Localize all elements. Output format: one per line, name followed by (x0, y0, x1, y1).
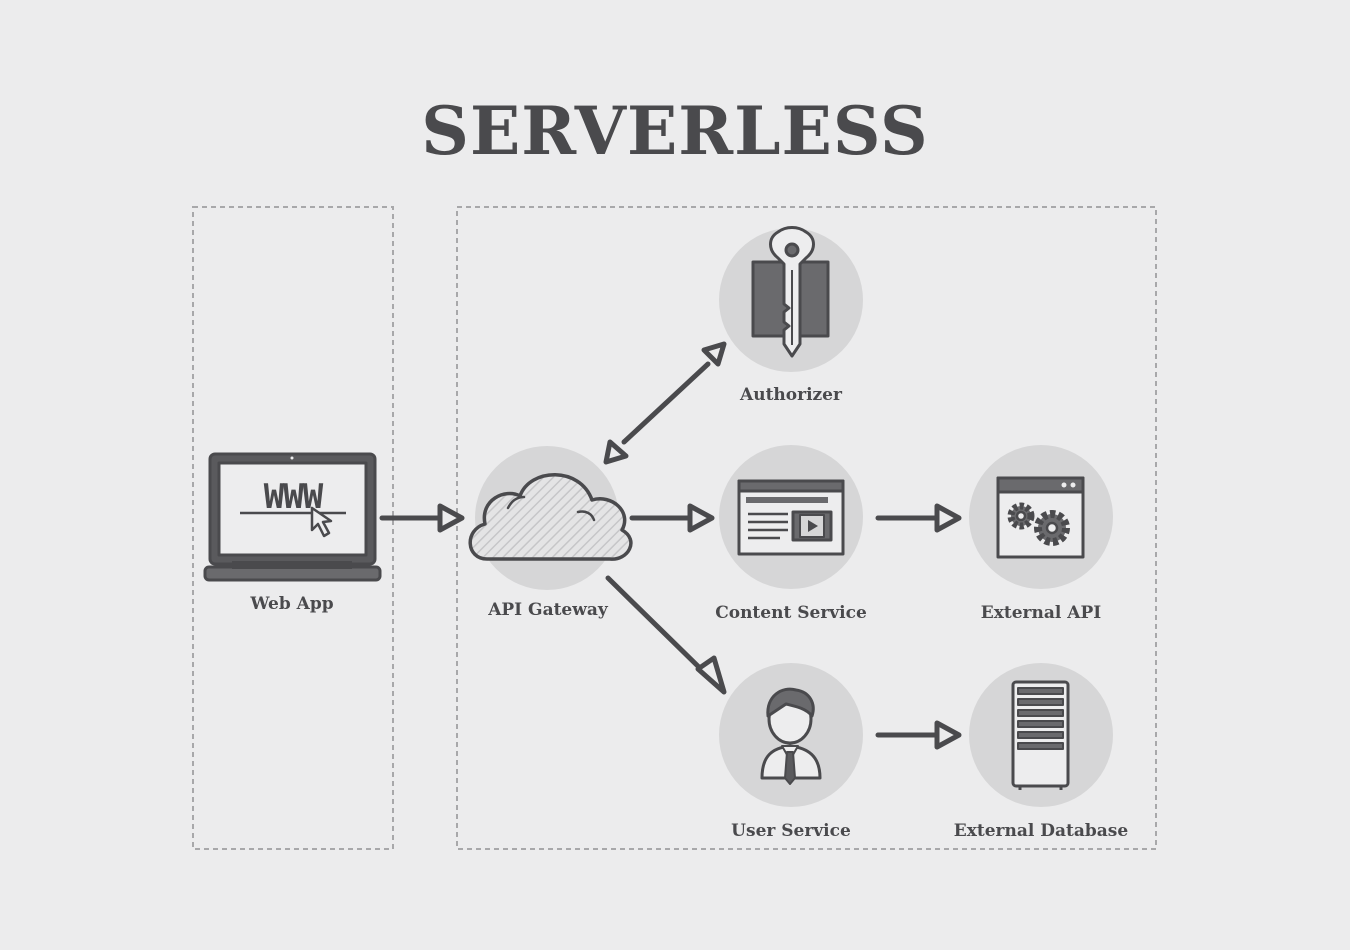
api-gateway-label: API Gateway (488, 600, 608, 620)
authorizer-label: Authorizer (740, 385, 842, 405)
arrow-user-to-external-db (875, 720, 962, 750)
arrow-gateway-authorizer-two-way (603, 341, 727, 465)
diagram-title: SERVERLESS (421, 92, 929, 170)
server-rack-icon (1011, 680, 1070, 790)
video-window-icon (737, 479, 845, 556)
user-icon (760, 687, 822, 785)
www-screen-text: WWW (264, 477, 324, 517)
client-zone-frame (192, 206, 394, 850)
cloud-icon (468, 473, 633, 561)
arrow-content-to-external-api (875, 503, 962, 533)
arrow-gateway-to-content (629, 503, 715, 533)
arrow-gateway-to-user (605, 575, 727, 695)
arrow-webapp-to-gateway (379, 503, 465, 533)
external-database-label: External Database (953, 821, 1129, 841)
serverless-zone-frame (456, 206, 1157, 850)
web-app-label: Web App (250, 594, 334, 614)
laptop-icon (203, 452, 382, 582)
key-icon (751, 226, 830, 358)
external-api-label: External API (980, 603, 1102, 623)
content-service-label: Content Service (715, 603, 867, 623)
gears-window-icon (996, 476, 1085, 559)
user-service-label: User Service (731, 821, 851, 841)
